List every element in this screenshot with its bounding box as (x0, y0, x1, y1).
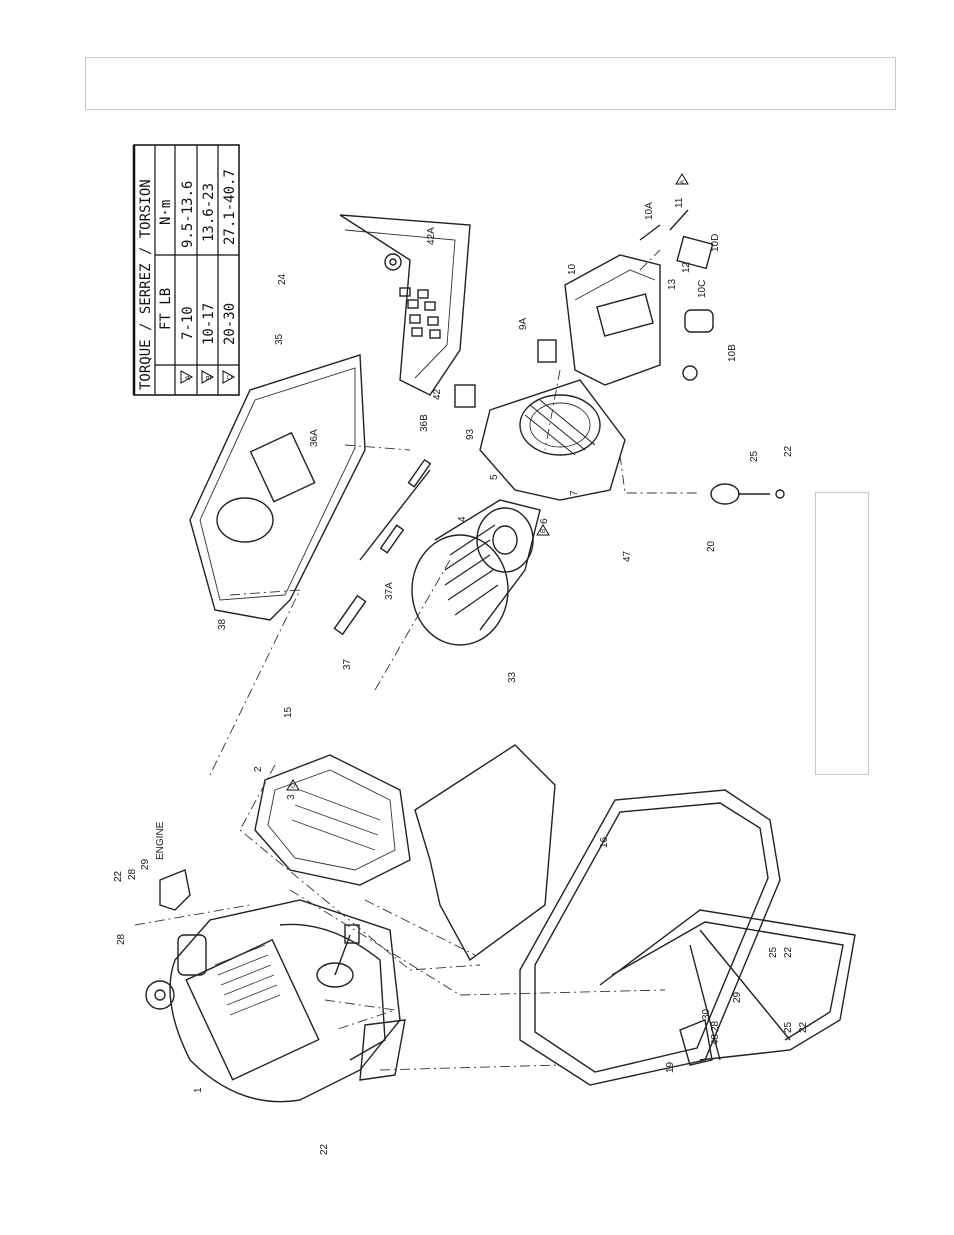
label-42: 42 (432, 388, 443, 400)
label-22-left: 22 (319, 1143, 330, 1155)
label-6: 6 (539, 518, 550, 524)
torque-row-ftlb: 10-17 (201, 303, 217, 345)
label-25-mount: 25 (749, 450, 760, 462)
screw-11-drawing (670, 210, 688, 230)
screw-10a-drawing (640, 225, 660, 240)
label-25-frame-a: 25 (768, 946, 779, 958)
label-42a: 42A (426, 227, 437, 245)
label-29-top: 29 (140, 858, 151, 870)
stator-drawing (480, 380, 625, 500)
torque-row-mark: B (206, 375, 213, 380)
label-37: 37 (342, 658, 353, 670)
label-47: 47 (622, 550, 633, 562)
engine-bracket-drawing (160, 870, 190, 910)
mark-5: B (541, 529, 547, 533)
torque-row-nm: 9.5-13.6 (180, 181, 196, 248)
label-19: 19 (665, 1061, 676, 1073)
label-22-mount: 22 (783, 445, 794, 457)
label-10a: 10A (644, 202, 655, 220)
adapter-drawing (255, 755, 410, 885)
torque-row-ftlb: 20-30 (222, 303, 238, 345)
label-28-top-b: 28 (116, 933, 127, 945)
torque-row: B 10-17 13.6-23 (201, 183, 217, 383)
torque-row-ftlb: 7-10 (180, 306, 196, 340)
label-engine: ENGINE (155, 821, 166, 860)
torque-row-nm: 13.6-23 (201, 183, 217, 242)
label-37a: 37A (384, 582, 395, 600)
label-1: 1 (193, 1087, 204, 1093)
label-38: 38 (217, 618, 228, 630)
label-28-top-a: 28 (127, 868, 138, 880)
label-22-frame-b: 22 (798, 1021, 809, 1033)
torque-row: C 20-30 27.1-40.7 (222, 169, 238, 383)
label-29-frame: 29 (732, 991, 743, 1003)
control-box-drawing (565, 255, 660, 385)
torque-row-mark: C (227, 375, 234, 380)
label-22-frame-a: 22 (783, 946, 794, 958)
mark-11: A (680, 180, 686, 184)
label-33: 33 (507, 671, 518, 683)
capacitor-drawing (685, 310, 713, 332)
control-panel-drawing (340, 215, 470, 395)
assembly-lines (135, 250, 700, 1070)
fan-guard-drawing (415, 745, 555, 960)
label-10d: 10D (710, 234, 721, 252)
torque-row-mark: A (185, 375, 192, 380)
torque-title: TORQUE / SERREZ / TORSION (138, 179, 154, 390)
mark-3: C (291, 783, 297, 788)
label-10: 10 (567, 263, 578, 275)
label-48: 48 (710, 1033, 721, 1045)
label-36a: 36A (309, 429, 320, 447)
label-10c: 10C (697, 280, 708, 298)
label-36b: 36B (419, 414, 430, 432)
torque-table: TORQUE / SERREZ / TORSION FT LB N·m A 7-… (134, 145, 239, 395)
label-28-frame: 28 (710, 1020, 721, 1032)
label-11: 11 (674, 197, 685, 208)
label-10b: 10B (727, 344, 738, 362)
torque-col-ftlb: FT LB (158, 288, 174, 330)
label-20: 20 (706, 540, 717, 552)
rotor-bolt-drawing (334, 460, 430, 634)
label-2: 2 (253, 766, 264, 772)
label-25-frame-b: 25 (783, 1021, 794, 1033)
label-13: 13 (667, 278, 678, 290)
frame-drawing (520, 790, 855, 1085)
rotor-drawing (412, 500, 540, 645)
label-16: 16 (599, 836, 610, 848)
label-24: 24 (277, 273, 288, 285)
knob-10b-drawing (683, 366, 697, 380)
label-9a: 9A (518, 317, 529, 330)
label-15: 15 (283, 706, 294, 718)
label-4: 4 (457, 516, 468, 522)
mount-drawing (711, 484, 784, 504)
label-93: 93 (465, 428, 476, 440)
label-35: 35 (274, 333, 285, 345)
label-22-top: 22 (113, 870, 124, 882)
plug-drawing (455, 385, 475, 407)
label-3: 3 (286, 794, 297, 800)
torque-col-nm: N·m (158, 200, 174, 225)
label-7: 7 (569, 490, 580, 496)
engine-drawing (146, 900, 405, 1102)
torque-row-nm: 27.1-40.7 (222, 169, 238, 245)
connector-9a-drawing (538, 340, 556, 362)
label-30: 30 (701, 1008, 712, 1020)
torque-row: A 7-10 9.5-13.6 (180, 181, 196, 383)
label-5: 5 (489, 474, 500, 480)
label-12: 12 (681, 261, 692, 273)
